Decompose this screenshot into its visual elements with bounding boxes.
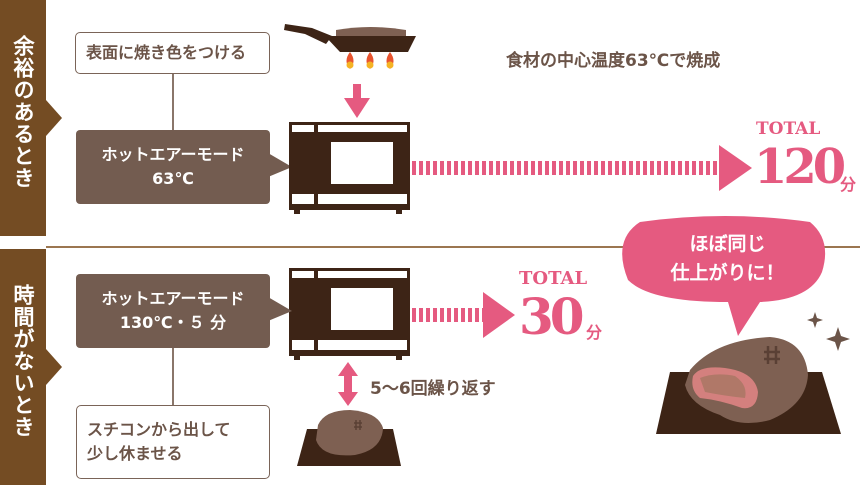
resting-meat-icon bbox=[297, 410, 401, 466]
total-label: TOTAL bbox=[756, 119, 821, 139]
total-value: 30 bbox=[519, 287, 585, 346]
mode-temp-time: 130℃・５ 分 bbox=[119, 313, 227, 332]
section-label-text: 余裕のあるとき bbox=[11, 35, 35, 189]
mode-temp: 63℃ bbox=[152, 169, 194, 188]
dashed-arrow-icon bbox=[412, 292, 515, 338]
sparkle-icon bbox=[807, 312, 850, 351]
section-label-text: 時間がないとき bbox=[11, 284, 35, 438]
total-unit: 分 bbox=[586, 323, 603, 342]
connector-line bbox=[172, 74, 174, 130]
roast-beef-icon bbox=[656, 337, 841, 434]
total-unit: 分 bbox=[840, 175, 857, 194]
oven-icon bbox=[289, 268, 410, 360]
sear-step-text: 表面に焼き色をつける bbox=[86, 43, 247, 62]
flame-icon bbox=[346, 52, 394, 69]
bubble-text: ほぼ同じ 仕上がりに！ bbox=[630, 230, 825, 288]
repeat-note: 5〜6回繰り返す bbox=[370, 379, 496, 399]
frying-pan-icon bbox=[284, 24, 416, 52]
bubble-line: 仕上がりに！ bbox=[670, 262, 785, 284]
oven-icon bbox=[289, 122, 410, 214]
rest-text: スチコンから出して bbox=[87, 420, 231, 439]
total-value: 120 bbox=[754, 139, 846, 195]
total-label: TOTAL bbox=[519, 268, 588, 289]
section-label-relaxed: 余裕のあるとき bbox=[0, 0, 62, 236]
hot-air-mode-box: ホットエアーモード 63℃ bbox=[76, 130, 292, 204]
down-arrow-icon bbox=[344, 84, 370, 118]
rest-step-box: スチコンから出して 少し休ませる bbox=[76, 405, 270, 479]
section-label-rushed: 時間がないとき bbox=[0, 249, 62, 485]
double-arrow-icon bbox=[338, 362, 358, 406]
mode-text: ホットエアーモード bbox=[101, 289, 245, 308]
rest-text: 少し休ませる bbox=[87, 444, 183, 463]
mode-text: ホットエアーモード bbox=[101, 145, 245, 164]
divider bbox=[46, 246, 860, 248]
bubble-line: ほぼ同じ bbox=[689, 233, 766, 255]
hot-air-mode-box: ホットエアーモード 130℃・５ 分 bbox=[76, 274, 292, 348]
core-temp-note: 食材の中心温度63℃で焼成 bbox=[506, 51, 721, 71]
speech-bubble bbox=[622, 216, 826, 336]
sear-step-box: 表面に焼き色をつける bbox=[75, 32, 270, 74]
connector-line bbox=[172, 348, 174, 405]
dashed-arrow-icon bbox=[412, 145, 752, 191]
